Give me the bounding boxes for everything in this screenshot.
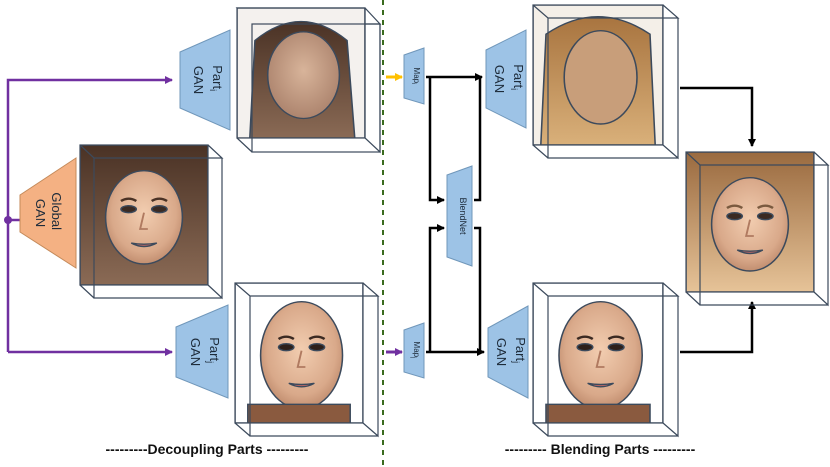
- global-gan-label-1: Global: [49, 192, 64, 230]
- blend-part-j-gan-label-1: Part: [513, 337, 528, 361]
- output-hair-part-image: [237, 8, 380, 152]
- blend-part-j-gan-block: Partj GAN: [488, 306, 528, 398]
- part-j-gan-label-2: GAN: [188, 338, 203, 366]
- part-j-gan-sub: j: [205, 360, 215, 363]
- map-j-label: Map: [412, 342, 421, 358]
- blend-part-i-gan-label-2: GAN: [492, 65, 507, 93]
- global-face-image: [80, 145, 222, 298]
- blend-hair-part-image: [533, 5, 678, 158]
- output-face-part-image: [235, 283, 378, 436]
- part-j-gan-label-1: Part: [207, 337, 222, 361]
- global-gan-block: Global GAN: [20, 158, 76, 268]
- part-j-gan-block: Partj GAN: [176, 305, 228, 398]
- blend-part-j-gan-sub: j: [511, 360, 521, 363]
- final-blended-face-image: [686, 152, 828, 305]
- blendnet-block: BlendNet: [447, 166, 472, 266]
- input-point: [4, 216, 12, 224]
- blend-part-i-gan-label-1: Part: [511, 64, 526, 88]
- blend-face-part-image: [533, 283, 678, 436]
- part-i-gan-block: Parti GAN: [180, 30, 230, 130]
- blendnet-label: BlendNet: [458, 197, 468, 235]
- map-i-block: Mapi: [404, 48, 424, 104]
- part-i-gan-label-2: GAN: [191, 66, 206, 94]
- map-i-label: Map: [412, 68, 421, 84]
- caption-blending: --------- Blending Parts ---------: [505, 441, 696, 457]
- blend-part-i-gan-sub: i: [509, 88, 519, 90]
- caption-decoupling: ---------Decoupling Parts ---------: [106, 441, 309, 457]
- map-i-sub: i: [410, 83, 416, 84]
- map-j-sub: j: [410, 356, 416, 358]
- part-i-gan-label-1: Part: [210, 65, 225, 89]
- global-gan-label-2: GAN: [33, 199, 48, 227]
- map-j-block: Mapj: [404, 323, 424, 378]
- part-i-gan-sub: i: [208, 89, 218, 91]
- blend-part-j-gan-label-2: GAN: [494, 338, 509, 366]
- blend-part-i-gan-block: Parti GAN: [486, 30, 526, 128]
